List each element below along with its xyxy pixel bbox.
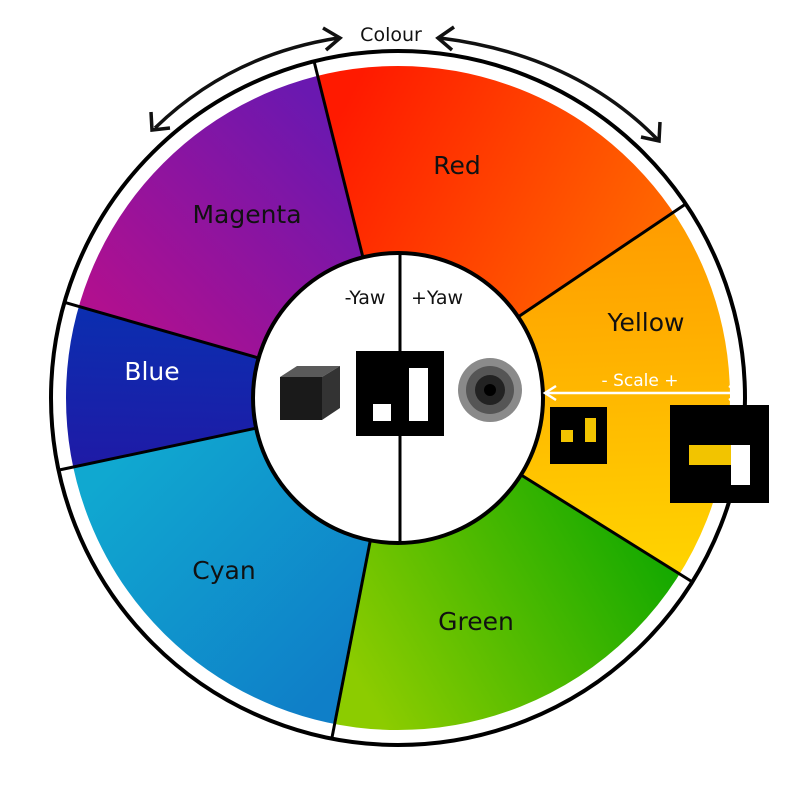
divider-line <box>64 300 260 360</box>
plus-yaw-label: +Yaw <box>411 287 463 309</box>
label-blue: Blue <box>124 357 179 386</box>
scale-arrow <box>542 384 743 402</box>
label-red: Red <box>433 151 481 180</box>
minus-yaw-label: -Yaw <box>345 287 386 309</box>
divider-line <box>330 540 372 739</box>
small-marker-icon <box>550 407 607 464</box>
divider-line <box>312 60 365 258</box>
label-yellow: Yellow <box>607 308 685 337</box>
divider-line <box>58 426 257 472</box>
cube-icon <box>280 366 340 420</box>
colour-arrow <box>149 25 662 144</box>
label-cyan: Cyan <box>192 556 255 585</box>
scale-label: - Scale + <box>602 371 679 391</box>
segment-cyan <box>60 428 371 737</box>
segment-magenta <box>66 63 363 359</box>
sphere-icon <box>458 358 522 422</box>
divider-line <box>517 202 687 319</box>
colour-label: Colour <box>360 24 422 46</box>
outer-circle <box>49 49 747 747</box>
segment-dividers <box>58 60 694 739</box>
label-magenta: Magenta <box>192 200 301 229</box>
marker-icon <box>356 351 444 436</box>
divider-line <box>520 473 694 584</box>
label-green: Green <box>438 607 514 636</box>
large-marker-icon <box>670 405 769 503</box>
